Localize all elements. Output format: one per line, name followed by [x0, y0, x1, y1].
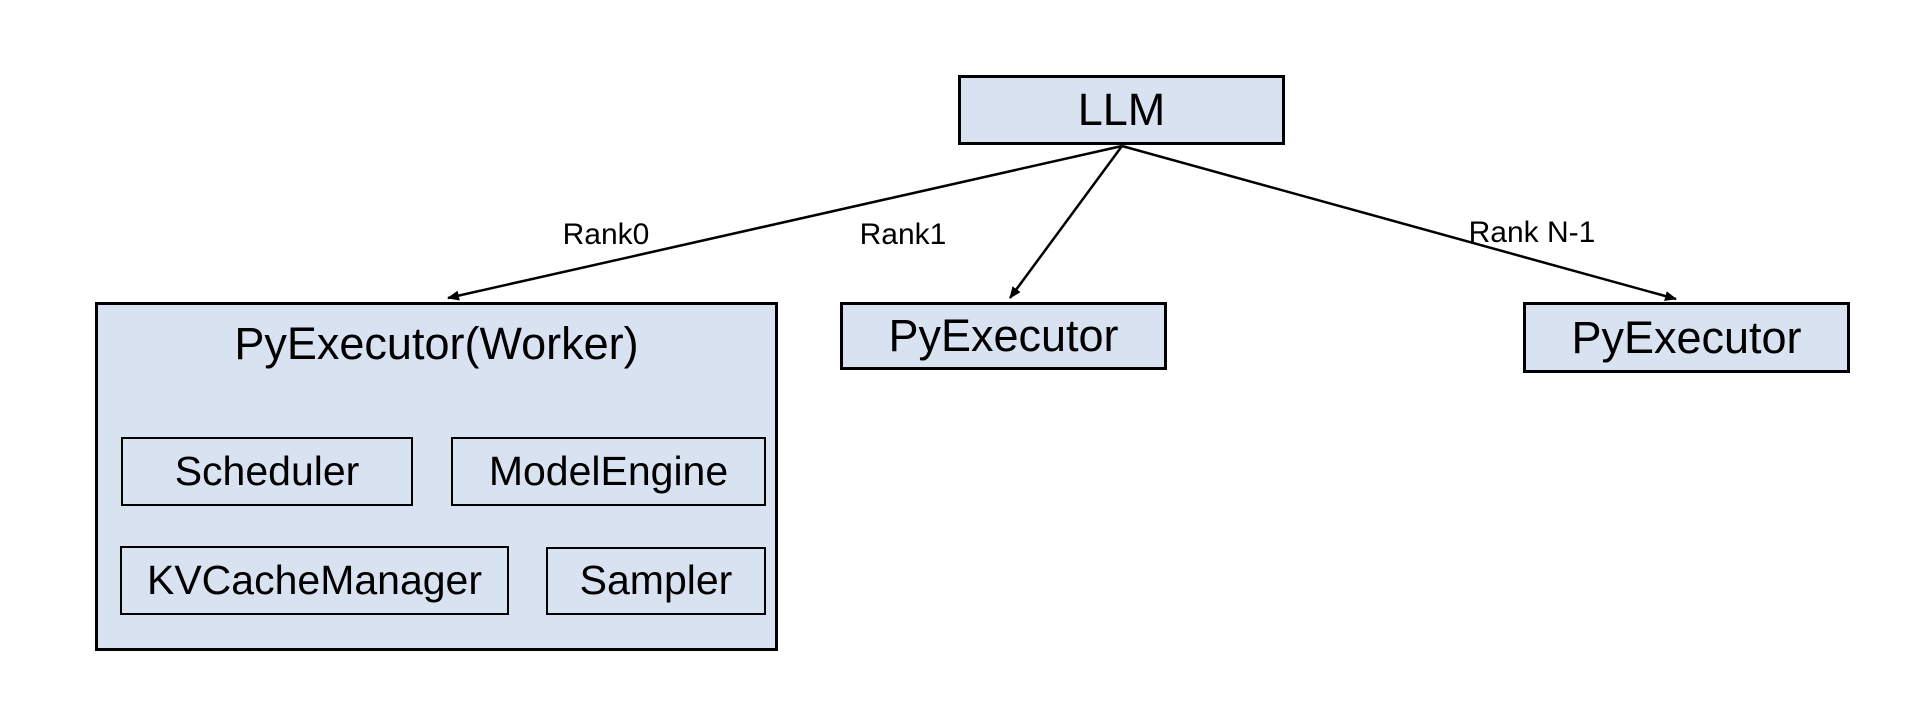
edge-llm-to-worker	[447, 144, 1123, 301]
node-kvcachemanager-label: KVCacheManager	[146, 556, 483, 603]
node-kvcachemanager: KVCacheManager	[120, 546, 509, 615]
node-pyexecutor-rank-n-1-label: PyExecutor	[1571, 311, 1802, 363]
node-modelengine: ModelEngine	[451, 437, 766, 506]
node-pyexecutor-rank-n-1: PyExecutor	[1523, 302, 1850, 373]
node-sampler-label: Sampler	[579, 557, 733, 604]
node-scheduler-label: Scheduler	[174, 447, 360, 494]
edge-llm-to-rank1	[1008, 145, 1124, 299]
node-pyexecutor-rank1: PyExecutor	[840, 302, 1167, 370]
node-modelengine-label: ModelEngine	[488, 447, 729, 494]
node-scheduler: Scheduler	[121, 437, 413, 506]
node-pyexecutor-rank1-label: PyExecutor	[888, 310, 1119, 362]
edge-label-rank0: Rank0	[562, 218, 650, 251]
node-llm-label: LLM	[1077, 84, 1166, 136]
node-sampler: Sampler	[546, 547, 766, 615]
node-pyexecutor-worker-label: PyExecutor(Worker)	[234, 318, 639, 369]
edge-label-rank-n-1: Rank N-1	[1468, 216, 1596, 249]
node-pyexecutor-worker: PyExecutor(Worker) Scheduler ModelEngine…	[95, 302, 778, 651]
node-llm: LLM	[958, 75, 1285, 145]
edge-label-rank1: Rank1	[859, 218, 947, 251]
